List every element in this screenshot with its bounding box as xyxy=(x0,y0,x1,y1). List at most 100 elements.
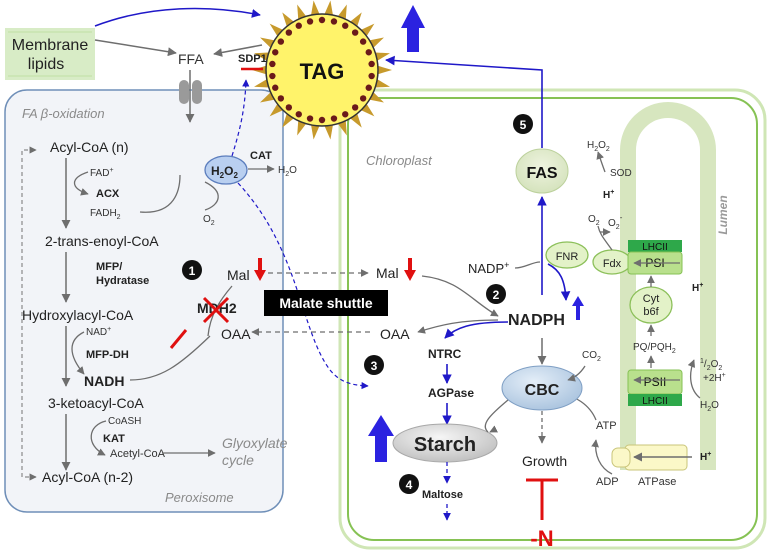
peroxisome-label: Peroxisome xyxy=(165,490,234,505)
membrane-lipids-label-2: lipids xyxy=(28,56,64,73)
kat-enzyme: KAT xyxy=(103,433,125,445)
step-4-marker xyxy=(399,474,419,494)
h2o2-bubble xyxy=(204,155,248,185)
tag-droplet-spike xyxy=(323,122,334,140)
nadph-label: NADPH xyxy=(508,312,565,329)
cyt-label-2: b6f xyxy=(643,306,659,318)
tag-droplet-lipid-head xyxy=(365,49,372,56)
tag-droplet-spike xyxy=(310,122,321,140)
co2-label: CO2 xyxy=(582,350,601,363)
tag-droplet-lipid-head xyxy=(368,72,375,80)
acyl-coa-n: Acyl-CoA (n) xyxy=(50,139,129,155)
malate-shuttle-label: Malate shuttle xyxy=(279,295,373,311)
tag-droplet-lipid-head xyxy=(269,72,276,80)
lipid-to-ffa-arrow xyxy=(94,39,177,57)
tag-droplet-lipid-head xyxy=(342,22,349,29)
tag-droplet-lipid-head xyxy=(295,22,302,29)
beta-oxidation-cycle-arrow xyxy=(21,146,37,481)
step-1-label: 1 xyxy=(189,264,196,278)
starch-label: Starch xyxy=(414,434,476,456)
cat-enzyme: CAT xyxy=(250,150,272,162)
fadh2-oxidation-path xyxy=(139,174,181,213)
pq-label: PQ/PQH2 xyxy=(633,342,676,355)
glyoxylate-line-2: cycle xyxy=(222,452,254,468)
maltose-label: Maltose xyxy=(422,489,463,501)
fnr-node xyxy=(545,241,589,269)
tag-droplet-lipid-head xyxy=(365,84,372,91)
nad-reduction-arrow xyxy=(71,331,85,375)
peroxisome-o2-label: O2 xyxy=(203,214,215,227)
tag-droplet-lipid-head xyxy=(330,18,338,25)
lhcii-bottom xyxy=(628,394,682,406)
ntrc-label: NTRC xyxy=(428,347,462,361)
trans-enoyl-coa: 2-trans-enoyl-CoA xyxy=(45,233,159,249)
tag-droplet-lipid-head xyxy=(306,115,314,122)
lipid-to-tag-arrow xyxy=(94,7,261,27)
tag-lipid-droplet: TAG xyxy=(252,0,392,140)
nadh-inhibition-bar xyxy=(169,329,188,349)
nad-label: NAD+ xyxy=(86,326,111,338)
half-o2-label: 1/2O2 xyxy=(700,358,722,372)
chloroplast-outer-membrane xyxy=(338,88,767,550)
fas-label: FAS xyxy=(526,165,557,182)
agpase-label: AGPase xyxy=(428,386,474,400)
fnr-label: FNR xyxy=(556,251,579,263)
peroxisome-h2o2-label: H2O2 xyxy=(211,164,238,180)
sod-label: SOD xyxy=(610,168,632,179)
hplus-atp-label: H+ xyxy=(700,451,711,463)
peroxisome-oaa: OAA xyxy=(221,326,251,342)
hydroxyacyl-coa: Hydroxylacyl-CoA xyxy=(22,307,134,323)
tag-droplet-lipid-head xyxy=(342,111,349,118)
plus-2h-label: +2H+ xyxy=(703,372,726,384)
chloroplast-mal-decrease-arrow xyxy=(404,258,416,281)
step-2-marker xyxy=(486,284,506,304)
tag-droplet-lipid-head xyxy=(277,38,285,45)
h2o2-to-sdp1-arrow xyxy=(231,79,250,157)
atpase-label: ATPase xyxy=(638,476,676,488)
acyl-coa-n2: Acyl-CoA (n-2) xyxy=(42,469,133,485)
cbc-node xyxy=(501,365,583,411)
tag-droplet-lipid-head xyxy=(318,116,326,124)
chloroplast-h2o-label: H2O xyxy=(700,400,719,413)
tag-droplet-lipid-head xyxy=(318,16,326,24)
fa-beta-oxidation-label: FA β-oxidation xyxy=(22,106,105,121)
glyoxylate-line-1: Glyoxylate xyxy=(222,435,288,451)
cbc-to-starch-arrowhead xyxy=(489,425,499,433)
h2o2-to-chloroplast-arrow xyxy=(237,182,369,390)
tag-droplet-lipid-head xyxy=(269,60,276,68)
chloroplast-hplus-label: H+ xyxy=(603,189,614,201)
psii-label: PSII xyxy=(644,375,667,389)
thylakoid-membrane xyxy=(620,102,716,470)
atp-label: ATP xyxy=(596,420,617,432)
peroxisome-h2o-label: H2O xyxy=(278,165,297,178)
tag-to-ffa-arrow xyxy=(213,44,263,57)
nadp-label: NADP+ xyxy=(468,260,509,276)
nadph-increase-arrow xyxy=(572,296,584,320)
mal-to-nadph-arrow xyxy=(421,275,499,317)
tag-droplet-lipid-head xyxy=(351,104,359,111)
fas-to-tag-arrow xyxy=(385,55,543,148)
tag-droplet-lipid-head xyxy=(272,84,279,91)
nadph-to-ntrc-arrow xyxy=(444,321,509,339)
tag-droplet-lipid-head xyxy=(272,49,279,56)
chloroplast-oaa: OAA xyxy=(380,326,410,342)
tag-droplet-lipid-head xyxy=(285,29,293,36)
fnr-to-nadph-arrow xyxy=(547,263,571,301)
step-2-label: 2 xyxy=(493,288,500,302)
step-1-marker xyxy=(182,260,202,280)
sdp1-label: SDP1 xyxy=(238,53,267,65)
coash-label: CoASH xyxy=(108,416,141,427)
tag-droplet-spike xyxy=(323,0,334,18)
peroxisome-mal: Mal xyxy=(227,267,250,283)
fnr-to-nadp-path xyxy=(514,261,541,269)
tag-droplet-lipid-head xyxy=(351,29,359,36)
cbc-label: CBC xyxy=(525,382,560,399)
fad-label: FAD+ xyxy=(90,167,114,179)
sod-arrow xyxy=(596,151,606,173)
lumen-label: Lumen xyxy=(716,195,730,234)
atpase-head xyxy=(611,447,631,468)
acx-enzyme: ACX xyxy=(96,188,120,200)
adp-to-atp-arrow xyxy=(591,439,613,475)
